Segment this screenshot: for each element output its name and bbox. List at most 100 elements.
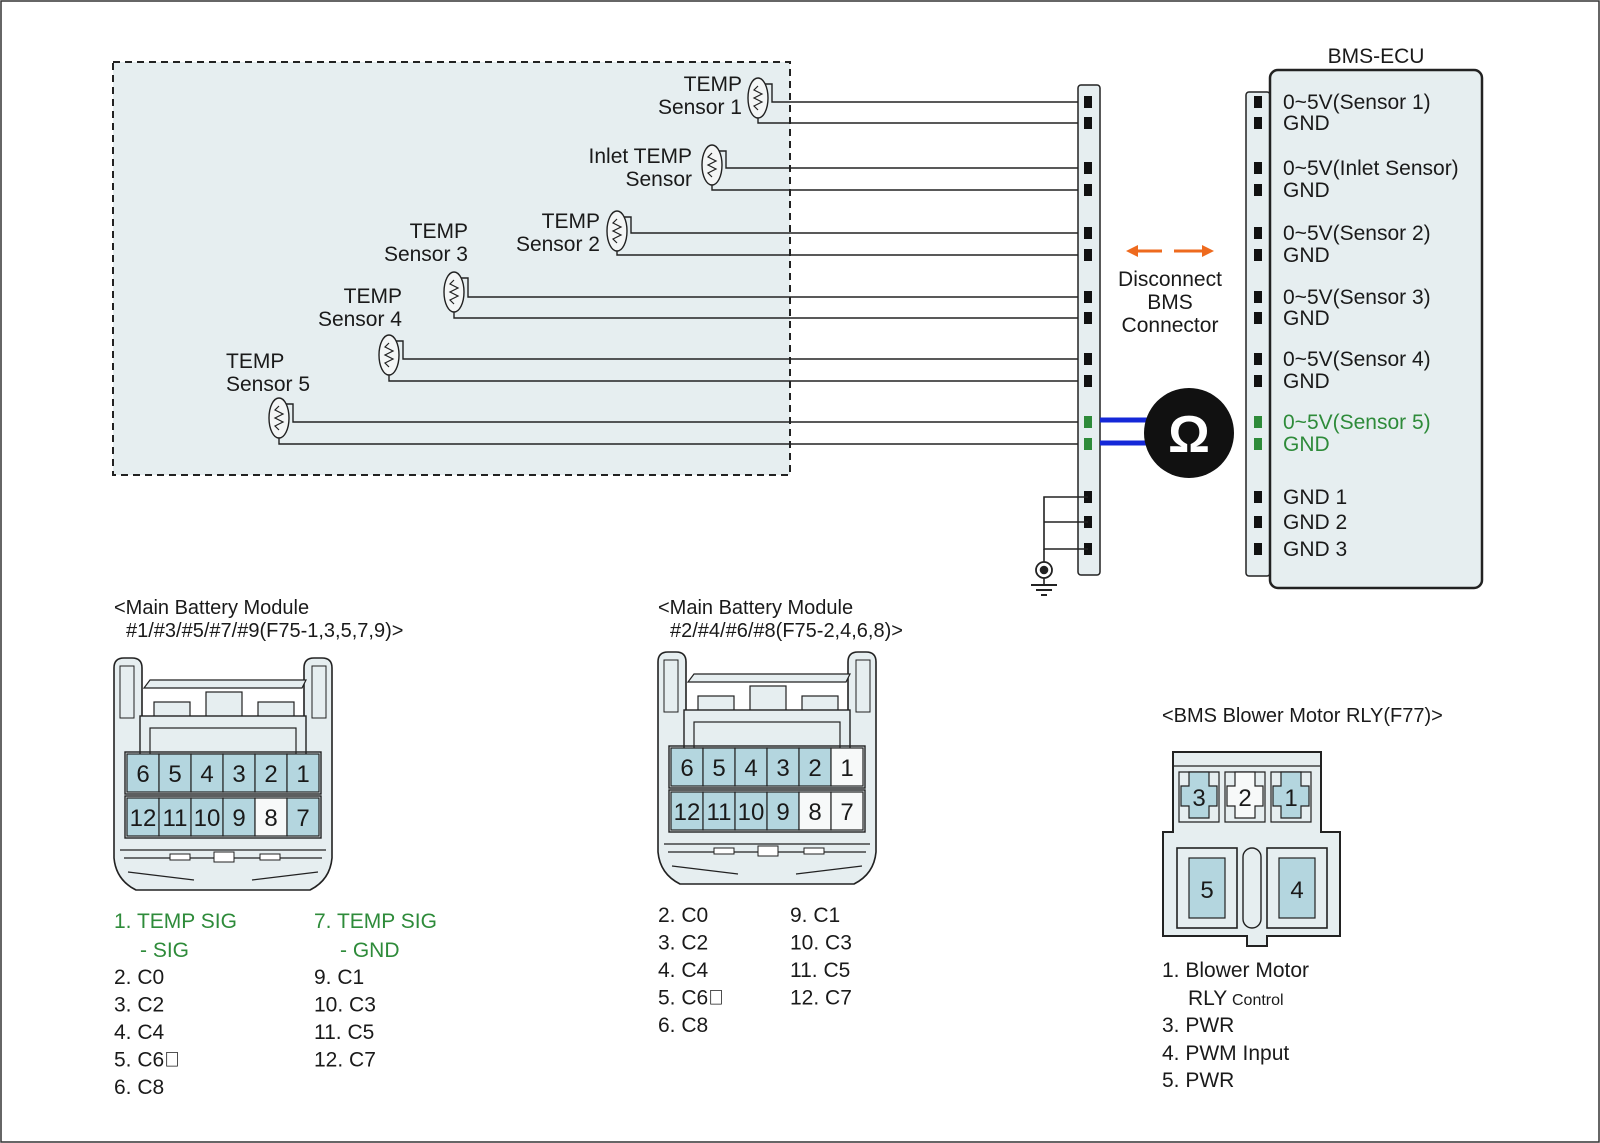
sensor-label-line1: Inlet TEMP (589, 145, 692, 168)
harness-pin (1084, 375, 1092, 387)
pin-number: 1 (296, 761, 309, 788)
harness-pin (1084, 96, 1092, 108)
legend-item: 5. C6  (658, 987, 724, 1010)
connector-latch-left (119, 665, 135, 719)
ecu-pin-label: GND (1283, 433, 1330, 456)
harness-pin (1084, 416, 1092, 428)
resistor-zigzag (383, 342, 395, 368)
legend-item: 9. C1 (790, 904, 840, 927)
ecu-pin-terminal (1254, 312, 1262, 324)
legend-item: 10. C3 (314, 994, 376, 1017)
resistor-zigzag (273, 405, 285, 431)
bms-ecu-box (1268, 68, 1484, 590)
sensor-label-line1: TEMP (410, 220, 468, 243)
pin-number: 9 (776, 799, 789, 826)
connector-lock (686, 673, 851, 683)
pin-cell (670, 791, 704, 831)
pin-cell (126, 797, 160, 837)
blower-legend-item: 4. PWM Input (1162, 1042, 1289, 1065)
connector-b-title-1: <Main Battery Module (658, 597, 853, 619)
relay-terminal (1188, 857, 1226, 919)
blower-title: <BMS Blower Motor RLY(F77)> (1162, 705, 1443, 727)
ohm-symbol: Ω (1168, 406, 1210, 464)
connector-latch-left (663, 659, 679, 713)
connector-skirt (671, 865, 863, 875)
thermistor-icon (747, 77, 769, 119)
pin-cell (798, 791, 832, 831)
ground-icon (1031, 496, 1088, 596)
pin-number: 3 (232, 761, 245, 788)
connector-key (169, 853, 191, 861)
pin-number: 2 (264, 761, 277, 788)
sensor-label-line1: TEMP (344, 285, 402, 308)
connector-a-title-1: <Main Battery Module (114, 597, 309, 619)
connector-latch-right (311, 665, 327, 719)
legend-item: 3. C2 (114, 994, 164, 1017)
ecu-pin-terminal (1254, 491, 1262, 503)
ohmmeter-icon (1144, 388, 1234, 478)
disconnect-note-line1: Disconnect (1118, 268, 1222, 291)
resistor-zigzag (448, 279, 460, 305)
ecu-pin-label: GND (1283, 307, 1330, 330)
pin-cell (798, 747, 832, 787)
ecu-pin-label: GND 2 (1283, 511, 1347, 534)
legend-item: 9. C1 (314, 966, 364, 989)
connector-tab (749, 685, 787, 713)
ecu-pin-label: GND (1283, 244, 1330, 267)
connector-latch-right (855, 659, 871, 713)
pin-cell (734, 791, 768, 831)
harness-pin (1084, 291, 1092, 303)
harness-pin (1084, 312, 1092, 324)
ecu-pin-terminal (1254, 162, 1262, 174)
pin-number: 6 (136, 761, 149, 788)
ecu-pin-terminal (1254, 117, 1262, 129)
thermistor-icon (268, 397, 290, 439)
ecu-pin-label: 0~5V(Sensor 2) (1283, 222, 1431, 245)
ecu-pin-terminal (1254, 96, 1262, 108)
sensor-label-line2: Sensor 2 (516, 233, 600, 256)
connector-skirt (127, 871, 319, 881)
legend-item: 12. C7 (314, 1049, 376, 1072)
relay-pin-number: 5 (1200, 877, 1213, 904)
legend-item: 11. C5 (790, 959, 850, 982)
pin-cell (766, 791, 800, 831)
ecu-pin-label: 0~5V(Sensor 4) (1283, 348, 1431, 371)
relay-divider (1242, 847, 1262, 929)
disconnect-note-line2: BMS (1147, 291, 1193, 314)
ecu-pin-label: GND (1283, 370, 1330, 393)
pin-number: 7 (296, 805, 309, 832)
legend-temp-sig: 1. TEMP SIG (114, 910, 237, 933)
pin-number: 2 (808, 755, 821, 782)
pin-cell (158, 797, 192, 837)
relay-pin-number: 4 (1290, 877, 1303, 904)
ecu-pin-terminal (1254, 375, 1262, 387)
bms-harness-connector (1077, 84, 1101, 576)
harness-pin (1084, 227, 1092, 239)
harness-pin (1084, 184, 1092, 196)
pin-cell (222, 753, 256, 793)
legend-item: 2. C0 (658, 904, 708, 927)
pin-cell (702, 791, 736, 831)
relay-terminal (1272, 771, 1310, 819)
sensor-label-line2: Sensor 5 (226, 373, 310, 396)
pin-cell (286, 753, 320, 793)
pin-cell (190, 797, 224, 837)
connector-lock (142, 679, 307, 689)
blower-legend-item: 5. PWR (1162, 1069, 1234, 1092)
ecu-pin-terminal (1254, 353, 1262, 365)
pin-row-frame (124, 751, 322, 795)
pin-cell (190, 753, 224, 793)
legend-item: 4. C4 (658, 959, 709, 982)
legend-item: 3. C2 (658, 932, 708, 955)
sensor-label-line1: TEMP (542, 210, 600, 233)
pin-cell (766, 747, 800, 787)
pin-number: 4 (200, 761, 213, 788)
sensor-label-line1: TEMP (684, 73, 742, 96)
